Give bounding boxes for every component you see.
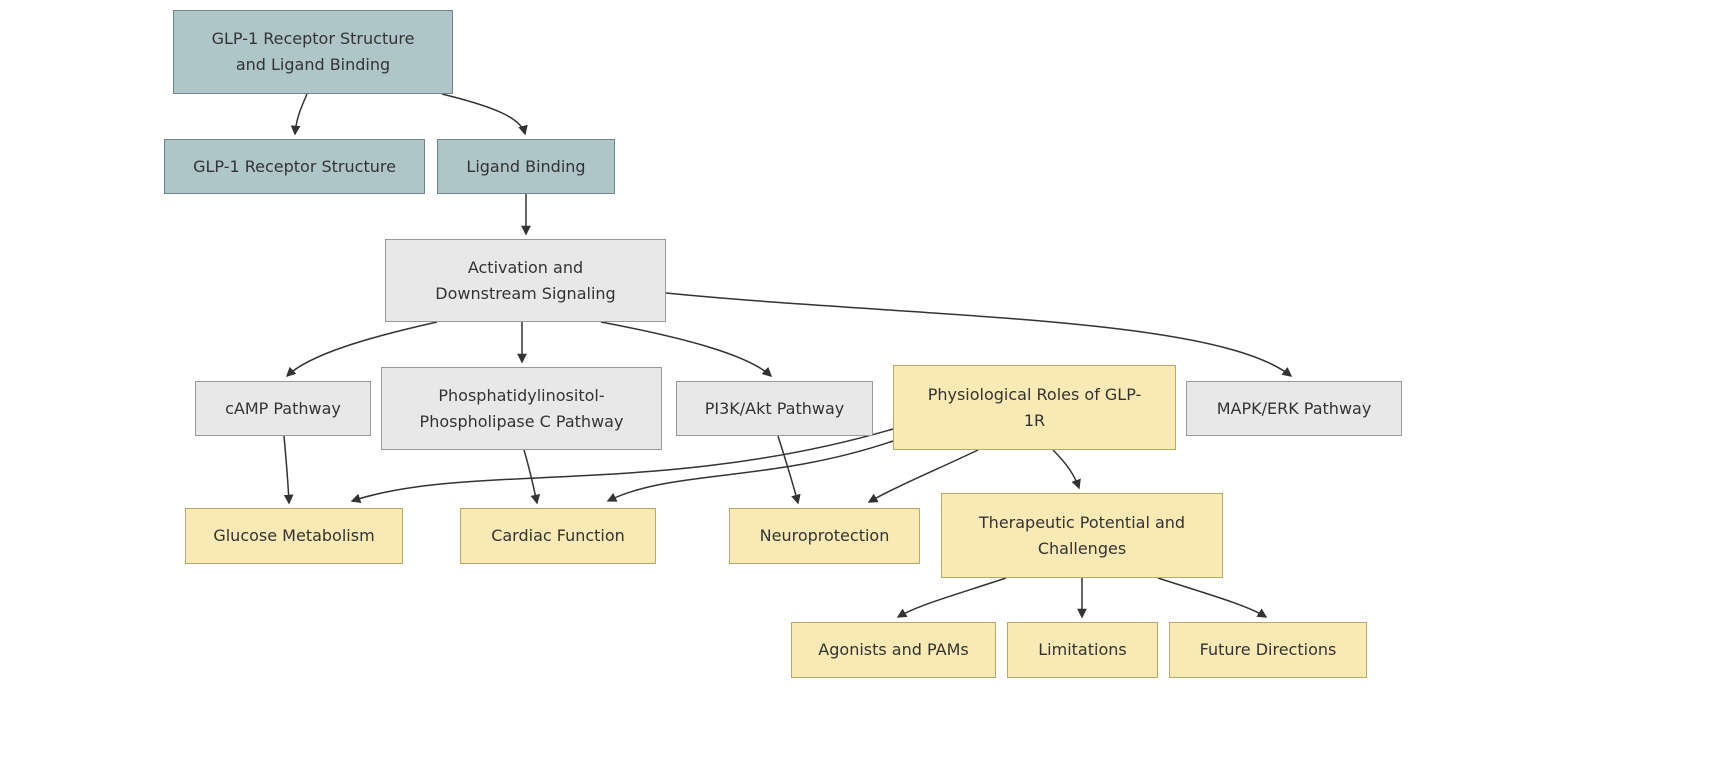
node-glucose-metabolism: Glucose Metabolism bbox=[185, 508, 403, 564]
node-label: Limitations bbox=[1038, 640, 1127, 660]
node-ligand-binding: Ligand Binding bbox=[437, 139, 615, 194]
edge-therapeutic-to-agonists bbox=[896, 577, 1007, 618]
node-label: Activation and Downstream Signaling bbox=[435, 257, 616, 303]
edge-physio-to-glucose bbox=[350, 428, 894, 504]
node-label: PI3K/Akt Pathway bbox=[704, 398, 845, 418]
edge-physio-to-therapeutic bbox=[1052, 449, 1081, 490]
node-neuroprotection: Neuroprotection bbox=[729, 508, 920, 564]
edge-activation-to-mapk bbox=[665, 292, 1293, 377]
node-cardiac-function: Cardiac Function bbox=[460, 508, 656, 564]
node-physiological-roles-of-glp1r: Physiological Roles of GLP-1R bbox=[893, 365, 1176, 450]
node-label: Phosphatidylinositol-Phospholipase C Pat… bbox=[419, 385, 624, 431]
node-label: MAPK/ERK Pathway bbox=[1216, 398, 1372, 418]
edge-root-to-structure bbox=[290, 93, 308, 136]
edge-camp-to-glucose bbox=[283, 435, 294, 505]
edge-physio-to-cardiac bbox=[606, 440, 894, 502]
edge-activation-to-camp bbox=[285, 321, 438, 378]
node-label: Glucose Metabolism bbox=[213, 526, 375, 546]
node-label: Therapeutic Potential and Challenges bbox=[978, 512, 1186, 558]
edge-root-to-ligand bbox=[441, 93, 528, 136]
node-label: cAMP Pathway bbox=[225, 398, 341, 418]
node-label: GLP-1 Receptor Structure and Ligand Bind… bbox=[211, 29, 415, 74]
node-label: Neuroprotection bbox=[759, 526, 890, 546]
node-mapk-erk-pathway: MAPK/ERK Pathway bbox=[1186, 381, 1402, 436]
node-phosphatidylinositol-phospholipase-c-pathway: Phosphatidylinositol-Phospholipase C Pat… bbox=[381, 367, 662, 450]
node-therapeutic-potential-and-challenges: Therapeutic Potential and Challenges bbox=[941, 493, 1223, 578]
node-label: Cardiac Function bbox=[491, 526, 625, 546]
node-label: Agonists and PAMs bbox=[818, 640, 969, 660]
edge-pi3k-to-neuro bbox=[777, 435, 801, 505]
node-glp1-receptor-structure: GLP-1 Receptor Structure bbox=[164, 139, 425, 194]
edge-physio-to-neuro bbox=[867, 449, 979, 503]
edge-activation-to-pi3k bbox=[600, 321, 773, 377]
node-label: GLP-1 Receptor Structure bbox=[193, 156, 396, 176]
node-label: Future Directions bbox=[1199, 640, 1337, 660]
node-limitations: Limitations bbox=[1007, 622, 1158, 678]
node-future-directions: Future Directions bbox=[1169, 622, 1367, 678]
edge-therapeutic-to-future bbox=[1157, 577, 1268, 618]
edge-plc-to-cardiac bbox=[523, 449, 541, 505]
node-pi3k-akt-pathway: PI3K/Akt Pathway bbox=[676, 381, 873, 436]
node-label: Ligand Binding bbox=[466, 156, 586, 176]
node-activation-and-downstream-signaling: Activation and Downstream Signaling bbox=[385, 239, 666, 322]
node-glp1-receptor-structure-and-ligand-binding: GLP-1 Receptor Structure and Ligand Bind… bbox=[173, 10, 453, 94]
node-label: Physiological Roles of GLP-1R bbox=[927, 384, 1142, 430]
node-camp-pathway: cAMP Pathway bbox=[195, 381, 371, 436]
node-agonists-and-pams: Agonists and PAMs bbox=[791, 622, 996, 678]
